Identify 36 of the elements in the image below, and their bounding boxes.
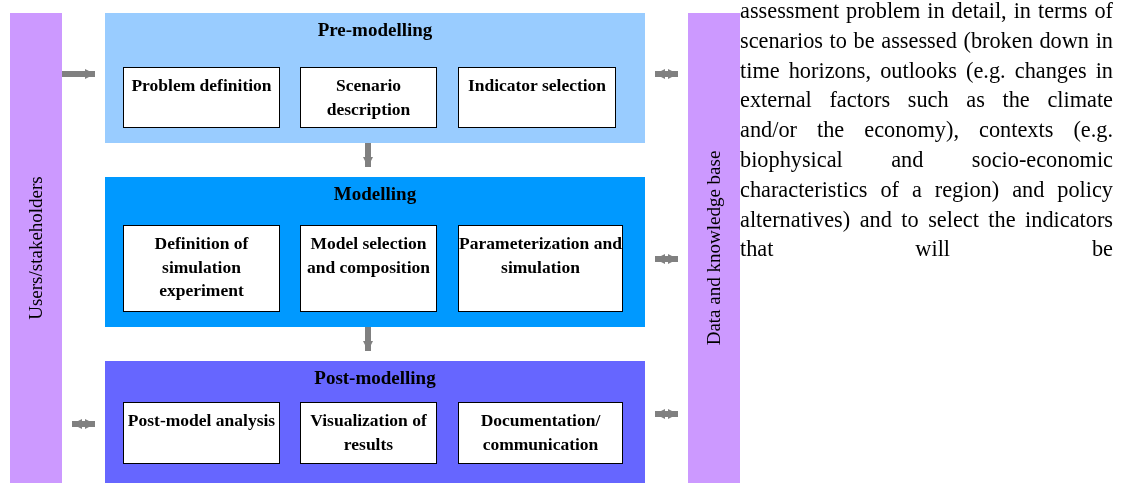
step-label: Parameterization and simulation (459, 232, 622, 279)
bar-label: Users/stakeholders (25, 176, 47, 320)
step-label: Model selection and composition (306, 232, 431, 279)
step-label: Indicator selection (466, 74, 608, 97)
side-bar (10, 13, 62, 483)
step-label: Documentation/ communication (479, 409, 602, 456)
body-text: assessment problem in detail, in terms of scenarios to be assessed (broken down in time horizons, outlooks (e.g. changes in external factors such as the climate and/or the economy), contexts (e.g. biophysical and socio-economic characteristics of a region) and policy alternatives) and to select the indicators that will be (740, 0, 1113, 264)
process-box (300, 402, 437, 464)
process-box (123, 225, 280, 312)
step-label: Problem definition (130, 74, 273, 97)
stage-panel (105, 13, 645, 143)
arrow (72, 419, 95, 429)
process-box (458, 225, 623, 312)
side-bar (688, 13, 740, 483)
process-box (458, 67, 616, 128)
step-label: Definition of simulation experiment (153, 232, 250, 303)
bar-label: Data and knowledge base (703, 150, 725, 346)
arrow (62, 69, 95, 79)
step-label: Post-model analysis (126, 409, 277, 432)
step-label: Visualization of results (309, 409, 428, 456)
arrow (363, 143, 373, 167)
arrow (363, 327, 373, 351)
arrow (655, 69, 678, 79)
stage-panel (105, 361, 645, 483)
process-box (123, 67, 280, 128)
process-box (300, 67, 437, 128)
process-box (123, 402, 280, 464)
process-box (458, 402, 623, 464)
stage-title: Post-modelling (313, 367, 437, 389)
step-label: Scenario description (325, 74, 412, 121)
stage-panel (105, 177, 645, 327)
stage-title: Pre-modelling (316, 19, 434, 41)
stage-title: Modelling (332, 183, 418, 205)
process-box (300, 225, 437, 312)
arrow (655, 254, 678, 264)
arrow (655, 409, 678, 419)
